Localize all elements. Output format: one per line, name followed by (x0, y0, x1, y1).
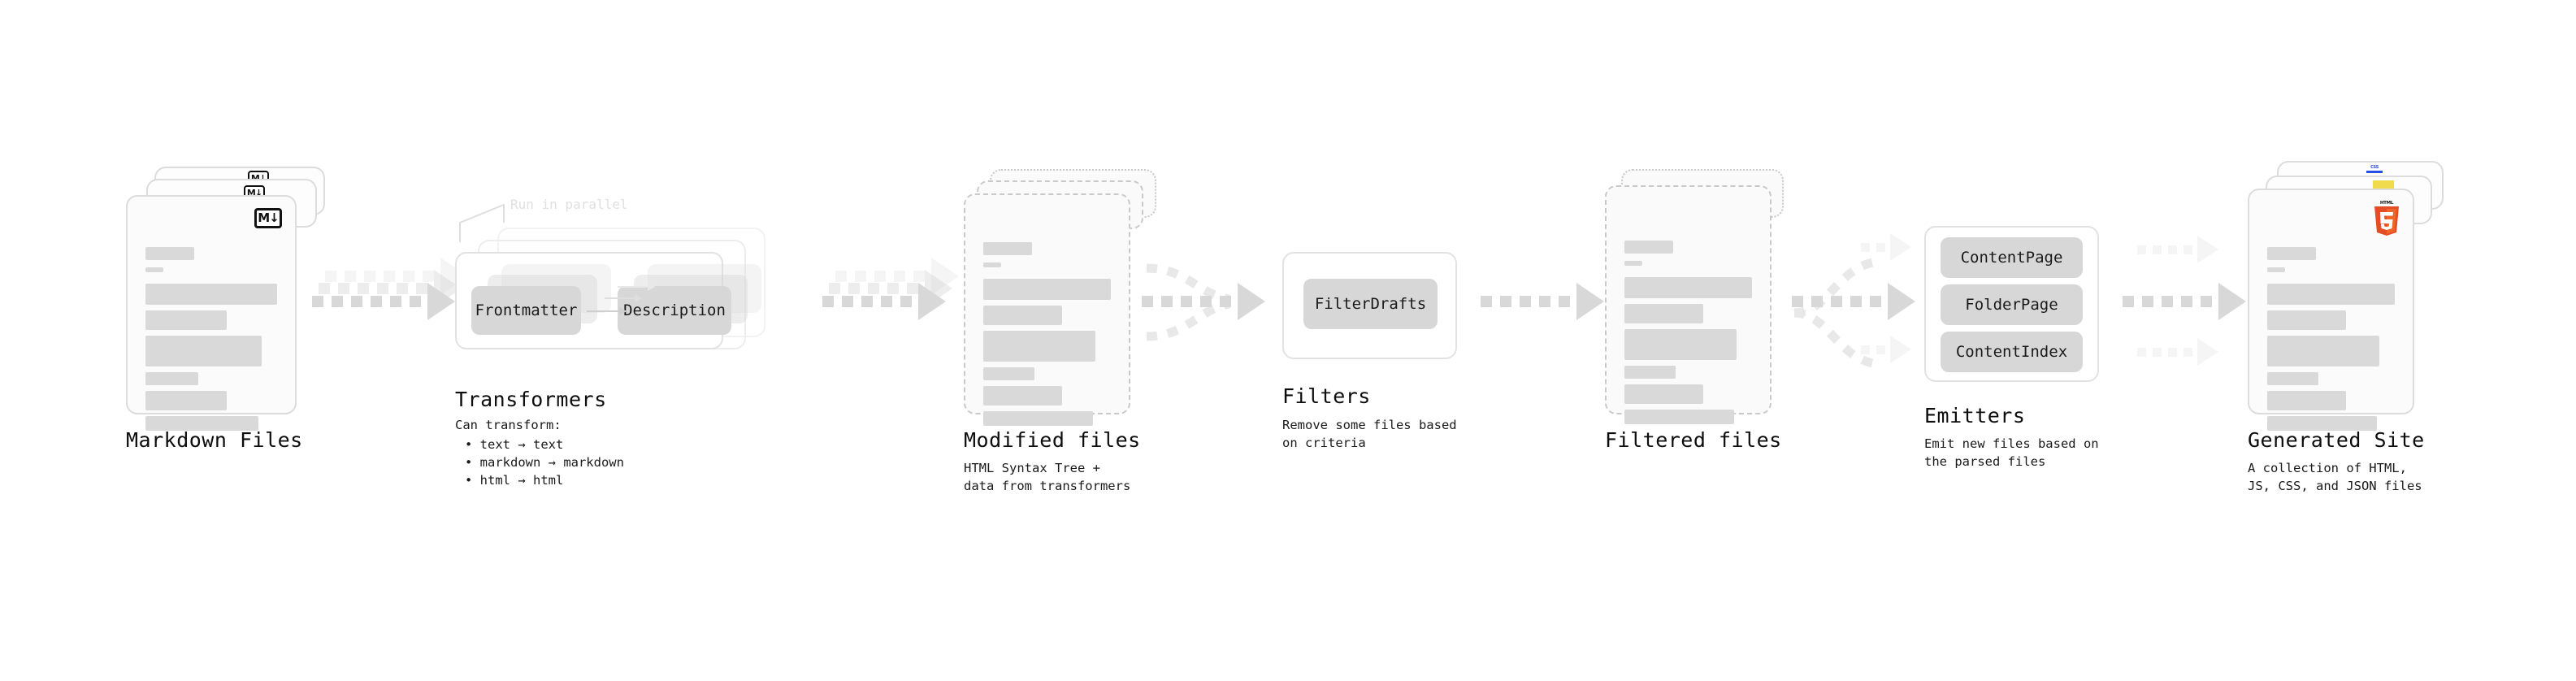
markdown-card-front: M↓ (126, 195, 297, 431)
transformer-inner-arrow (618, 283, 655, 291)
transformers-bullet-list: • text → text • markdown → markdown • ht… (465, 436, 624, 489)
skeleton-bar (983, 411, 1094, 426)
html5-icon: HTML (2374, 201, 2399, 236)
emitter-chip-folderpage[interactable]: FolderPage (1941, 284, 2083, 325)
stage-desc-transformers: Can transform: (455, 418, 562, 432)
transformer-chip-frontmatter[interactable]: Frontmatter (471, 286, 581, 335)
skeleton-bar (2267, 310, 2347, 330)
css-badge: CSS (2366, 166, 2383, 173)
skeleton-bar (1624, 241, 1673, 254)
skeleton-bar (145, 416, 259, 431)
stage-title-filtered-files: Filtered files (1605, 428, 1782, 452)
run-in-parallel-label: Run in parallel (510, 197, 628, 212)
skeleton-bar (1624, 277, 1752, 298)
skeleton-bar (2267, 284, 2395, 305)
skeleton-bar (1624, 384, 1704, 404)
bullet-item: • text → text (465, 437, 564, 452)
skeleton-bar (2267, 372, 2318, 385)
skeleton-bar (983, 306, 1063, 325)
skeleton-bar (145, 372, 198, 385)
stage-title-emitters: Emitters (1924, 404, 2026, 427)
skeleton-bar (145, 336, 262, 367)
bullet-item: • markdown → markdown (465, 455, 624, 470)
skeleton-bar (1624, 410, 1735, 424)
skeleton-bar (145, 284, 277, 305)
site-card-front: HTML (2248, 189, 2414, 431)
skeleton-bar (2267, 267, 2285, 272)
skeleton-bar (2267, 336, 2380, 367)
skeleton-bar (145, 391, 228, 410)
markdown-card-skeleton (145, 247, 277, 438)
skeleton-bar (2267, 391, 2347, 410)
skeleton-bar (1624, 261, 1642, 266)
modified-card-skeleton (983, 242, 1111, 433)
skeleton-bar (983, 386, 1063, 406)
stage-desc-emitters: Emit new files based on the parsed files (1924, 436, 2099, 469)
svg-text:HTML: HTML (2380, 201, 2394, 206)
skeleton-bar (2267, 247, 2316, 260)
filtered-card-skeleton (1624, 241, 1752, 432)
skeleton-bar (983, 331, 1096, 362)
transformer-inner-arrow (587, 307, 627, 315)
markdown-badge: M↓ (254, 208, 282, 228)
skeleton-bar (983, 367, 1034, 380)
skeleton-bar (983, 262, 1001, 267)
site-card-skeleton (2267, 247, 2395, 438)
transformer-inner-arrow (605, 294, 642, 302)
skeleton-bar (1624, 366, 1676, 379)
emitter-chip-contentindex[interactable]: ContentIndex (1941, 332, 2083, 372)
stage-title-generated-site: Generated Site (2248, 428, 2425, 452)
stage-desc-filters: Remove some files based on criteria (1282, 418, 1457, 450)
skeleton-bar (145, 267, 163, 272)
bullet-item: • html → html (465, 473, 564, 488)
skeleton-bar (983, 279, 1111, 300)
stage-desc-modified-files: HTML Syntax Tree + data from transformer… (964, 461, 1131, 493)
stage-title-transformers: Transformers (455, 388, 607, 411)
stage-title-markdown-files: Markdown Files (126, 428, 303, 452)
filter-chip-filterdrafts[interactable]: FilterDrafts (1303, 279, 1438, 329)
stage-title-modified-files: Modified files (964, 428, 1141, 452)
skeleton-bar (145, 310, 228, 330)
transformer-chip-description[interactable]: Description (618, 286, 731, 335)
skeleton-bar (145, 247, 194, 260)
skeleton-bar (2267, 416, 2378, 431)
flow-arrow-4 (1481, 283, 1604, 320)
emitter-chip-contentpage[interactable]: ContentPage (1941, 237, 2083, 278)
stage-title-filters: Filters (1282, 384, 1371, 408)
skeleton-bar (1624, 304, 1704, 323)
filtered-card-front (1605, 185, 1772, 424)
css-badge-label: CSS (2370, 165, 2379, 170)
skeleton-bar (1624, 329, 1737, 360)
skeleton-bar (983, 242, 1032, 255)
modified-card-front (964, 193, 1130, 426)
stage-desc-generated-site: A collection of HTML, JS, CSS, and JSON … (2248, 461, 2422, 493)
